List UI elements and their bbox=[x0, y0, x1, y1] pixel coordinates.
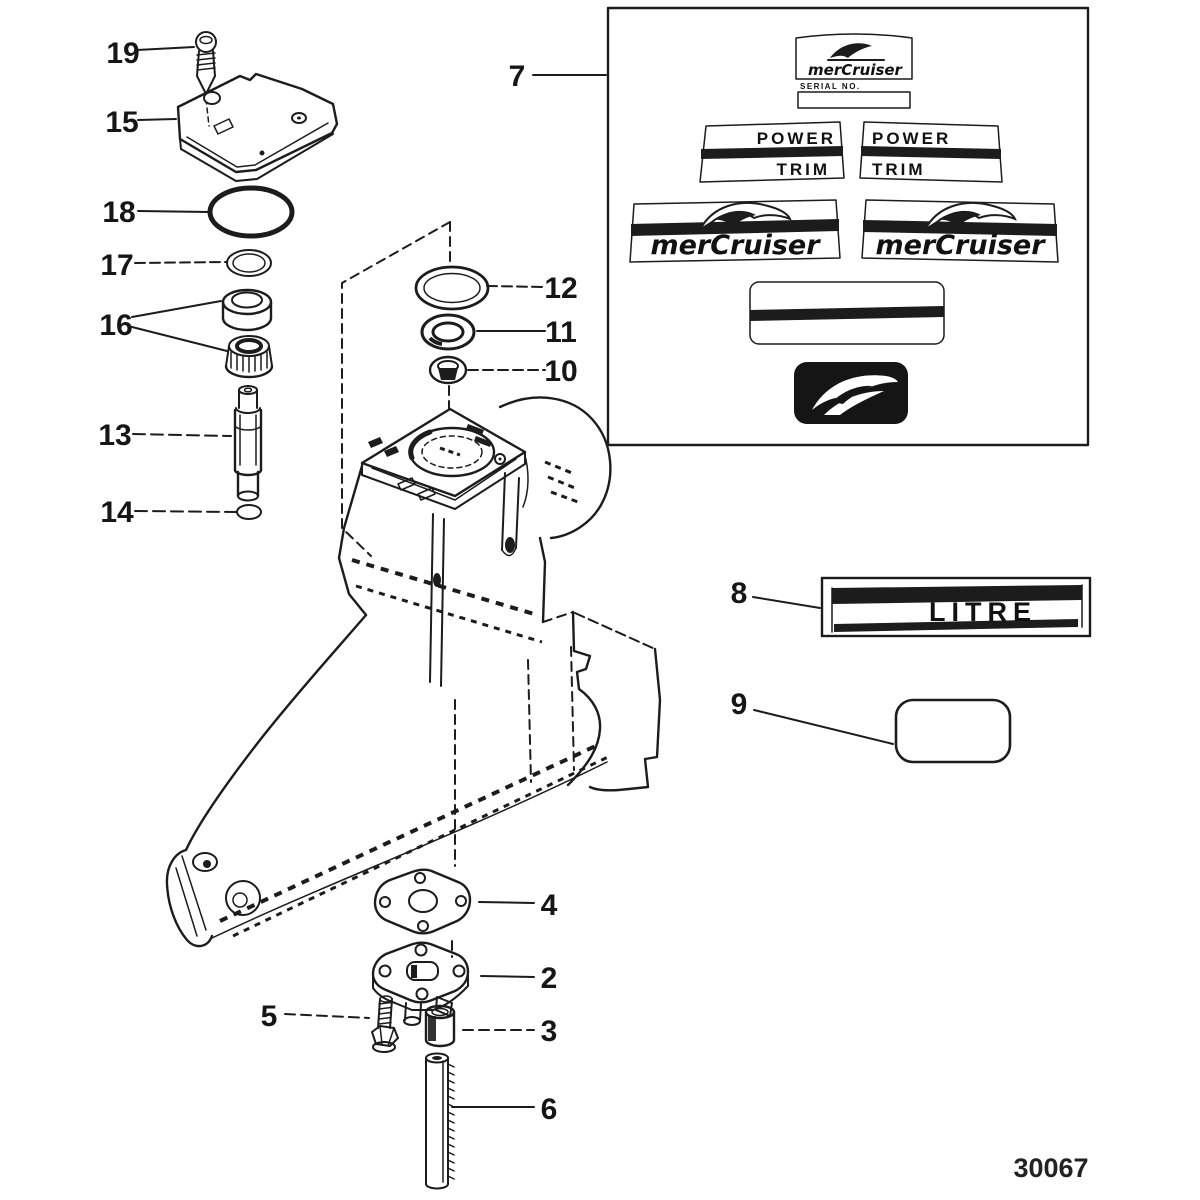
drawing-number: 30067 bbox=[1013, 1153, 1088, 1183]
ball-bearing bbox=[420, 313, 476, 351]
cover-o-ring bbox=[207, 185, 295, 239]
trim-label: TRIM bbox=[776, 160, 830, 179]
power-label: POWER bbox=[757, 129, 836, 148]
tapered-roller-bearing bbox=[224, 335, 274, 379]
pump-base-gasket bbox=[373, 868, 472, 935]
callout-3: 3 bbox=[541, 1015, 558, 1048]
serial-decal-brand: merCruiser bbox=[808, 61, 904, 79]
centerlines bbox=[205, 98, 456, 958]
wave-swoosh-icon bbox=[699, 202, 792, 231]
callout-labels: 19 15 18 17 16 13 14 12 11 10 7 8 9 4 2 … bbox=[98, 37, 747, 1126]
stripe-decal bbox=[749, 281, 945, 345]
leader-lines bbox=[131, 46, 894, 1108]
water-pump-base bbox=[371, 941, 470, 1026]
callout-8: 8 bbox=[731, 577, 748, 610]
callout-5: 5 bbox=[261, 1000, 278, 1033]
power-trim-decal-right: POWER TRIM bbox=[859, 121, 1003, 183]
callout-14: 14 bbox=[100, 496, 134, 529]
wave-swoosh-icon bbox=[830, 43, 872, 58]
blank-decal bbox=[894, 698, 1012, 764]
sealing-ring bbox=[414, 265, 490, 311]
water-tube bbox=[425, 1052, 455, 1190]
callout-19: 19 bbox=[106, 37, 139, 70]
callout-9: 9 bbox=[731, 688, 748, 721]
bearing-housing-cover bbox=[176, 72, 339, 182]
shim-ring bbox=[226, 249, 272, 277]
brand-decal-right: merCruiser bbox=[861, 199, 1059, 263]
driveshaft-o-ring bbox=[236, 504, 262, 520]
litre-text: LITRE bbox=[929, 597, 1037, 627]
trim-label: TRIM bbox=[872, 160, 926, 179]
bearing-cup bbox=[221, 288, 273, 332]
callout-17: 17 bbox=[100, 249, 133, 282]
pump-bolt bbox=[371, 995, 399, 1053]
callout-7: 7 bbox=[509, 60, 526, 93]
callout-11: 11 bbox=[545, 316, 577, 349]
callout-10: 10 bbox=[544, 355, 577, 388]
driveshaft bbox=[233, 385, 263, 502]
brand-text: merCruiser bbox=[650, 230, 821, 261]
power-trim-decal-left: POWER TRIM bbox=[699, 121, 845, 183]
vent-screw bbox=[195, 31, 217, 95]
bushing-sleeve bbox=[424, 1004, 456, 1048]
serial-number-decal: merCruiser SERIAL NO. bbox=[795, 33, 913, 109]
callout-6: 6 bbox=[541, 1093, 558, 1126]
litre-decal: LITRE bbox=[820, 576, 1092, 638]
oil-seal bbox=[428, 355, 468, 385]
brand-text: merCruiser bbox=[875, 230, 1046, 261]
callout-4: 4 bbox=[541, 889, 558, 922]
brand-decal-left: merCruiser bbox=[629, 199, 841, 263]
callout-2: 2 bbox=[541, 962, 558, 995]
decal-sheet-box: merCruiser SERIAL NO. POWER TRIM POWER T… bbox=[606, 6, 1090, 447]
callout-13: 13 bbox=[98, 419, 131, 452]
callout-12: 12 bbox=[544, 272, 577, 305]
wave-logo-decal bbox=[794, 362, 908, 424]
callout-18: 18 bbox=[102, 196, 135, 229]
power-label: POWER bbox=[872, 129, 951, 148]
wave-swoosh-icon bbox=[924, 202, 1017, 231]
serial-decal-label: SERIAL NO. bbox=[800, 82, 861, 91]
callout-16: 16 bbox=[99, 309, 132, 342]
callout-15: 15 bbox=[105, 106, 138, 139]
driveshaft-housing bbox=[165, 396, 662, 948]
